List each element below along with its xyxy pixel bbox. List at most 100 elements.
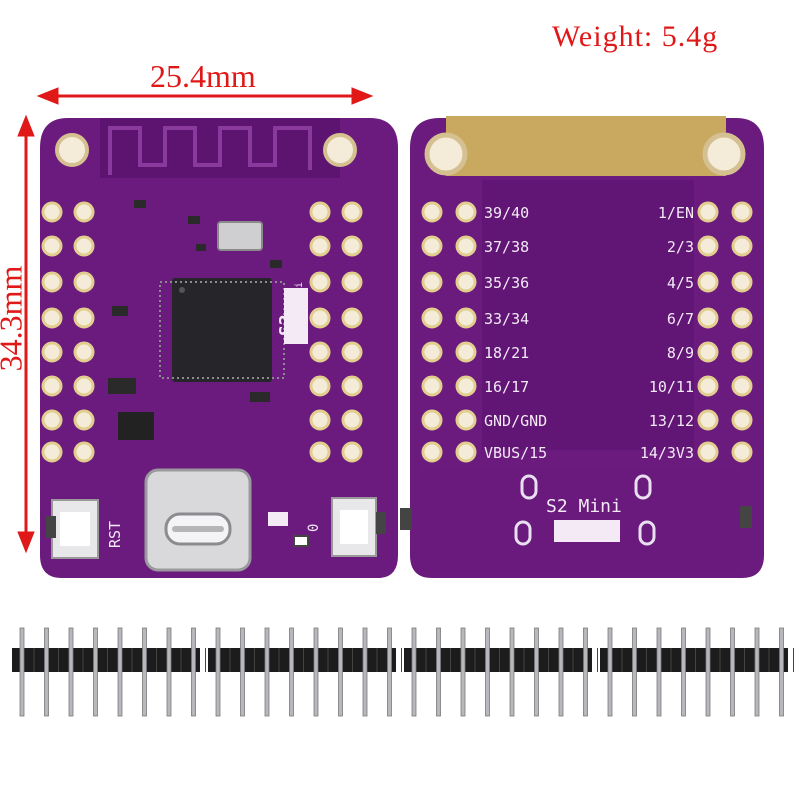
- s2-mini-silk-box: [284, 288, 308, 344]
- front-right-pin-pads: [309, 201, 363, 463]
- back-left-pad: [455, 235, 477, 257]
- header-pin: [730, 627, 735, 717]
- back-left-pad: [421, 271, 443, 293]
- header-pin: [436, 627, 441, 717]
- back-left-pad: [455, 341, 477, 363]
- esp32-chip: [172, 278, 272, 382]
- header-pin: [142, 627, 147, 717]
- back-right-pin-label: 6/7: [667, 310, 694, 328]
- header-pin: [583, 627, 588, 717]
- front-left-pad: [73, 375, 95, 397]
- back-left-pin-label: 33/34: [484, 310, 529, 328]
- header-pin: [607, 627, 613, 717]
- back-left-pin-pads: [421, 201, 477, 463]
- front-left-pad: [73, 201, 95, 223]
- header-pin: [68, 627, 74, 717]
- front-left-pad: [41, 409, 63, 431]
- back-right-pad: [697, 235, 719, 257]
- header-pin: [240, 627, 245, 717]
- front-right-pad: [309, 341, 331, 363]
- front-left-pad: [73, 341, 95, 363]
- back-right-pad: [697, 409, 719, 431]
- front-left-pad: [73, 235, 95, 257]
- front-right-pad: [341, 341, 363, 363]
- header-pin: [485, 627, 490, 717]
- pin-header-strip: [600, 627, 794, 717]
- back-left-pin-label: 37/38: [484, 238, 529, 256]
- front-right-pad: [309, 441, 331, 463]
- weight-label: Weight: 5.4g: [552, 20, 719, 53]
- back-right-pad: [697, 375, 719, 397]
- version-label: V1.0.0: [560, 523, 618, 542]
- header-pin: [754, 627, 760, 717]
- header-pin: [93, 627, 98, 717]
- back-left-pad: [455, 375, 477, 397]
- front-left-pad: [41, 441, 63, 463]
- back-left-pad: [455, 271, 477, 293]
- back-right-pin-label: 13/12: [649, 412, 694, 430]
- header-pin: [656, 627, 662, 717]
- back-right-pin-label: 14/3V3: [640, 444, 694, 462]
- back-left-pad: [421, 235, 443, 257]
- back-right-pin-pads: [697, 201, 753, 463]
- front-left-pad: [41, 375, 63, 397]
- front-mini-label: Mini: [294, 282, 305, 306]
- boot-button[interactable]: [331, 497, 386, 557]
- front-right-pad: [309, 271, 331, 293]
- header-pin: [387, 627, 392, 717]
- front-board: S2 Mini RST 15 0: [40, 118, 398, 578]
- back-right-pin-label: 1/EN: [658, 204, 694, 222]
- front-left-pad: [41, 271, 63, 293]
- gpio0-label: 0: [306, 524, 322, 532]
- back-right-pad: [697, 341, 719, 363]
- header-pin: [558, 627, 564, 717]
- front-left-pad: [73, 271, 95, 293]
- led: [293, 535, 309, 547]
- back-left-pin-label: 39/40: [484, 204, 529, 222]
- back-left-pad: [421, 441, 443, 463]
- front-right-pad: [341, 375, 363, 397]
- back-left-pad: [421, 409, 443, 431]
- back-left-pad: [455, 201, 477, 223]
- front-left-pad: [41, 341, 63, 363]
- width-dimension-label: 25.4mm: [150, 58, 256, 94]
- reset-button[interactable]: [46, 499, 99, 559]
- front-right-pad: [341, 307, 363, 329]
- front-right-pad: [309, 409, 331, 431]
- front-left-pad: [41, 201, 63, 223]
- front-right-pad: [309, 201, 331, 223]
- back-right-pad: [731, 375, 753, 397]
- front-left-pad: [73, 307, 95, 329]
- back-left-pad: [421, 375, 443, 397]
- front-right-pad: [341, 271, 363, 293]
- header-pin: [632, 627, 637, 717]
- front-right-pad: [309, 307, 331, 329]
- front-left-pad: [41, 307, 63, 329]
- back-right-pin-label: 2/3: [667, 238, 694, 256]
- pin-headers: [12, 627, 794, 717]
- back-right-pad: [731, 341, 753, 363]
- height-dimension-arrow: [17, 114, 35, 554]
- back-left-pin-labels: 39/4037/3835/3633/3418/2116/17GND/GNDVBU…: [484, 204, 547, 462]
- rst-label: RST: [106, 521, 124, 548]
- back-board: 39/4037/3835/3633/3418/2116/17GND/GNDVBU…: [400, 116, 764, 578]
- header-pin: [338, 627, 343, 717]
- gpio15-label: 15: [270, 513, 284, 527]
- front-left-pad: [73, 409, 95, 431]
- back-left-pin-label: 18/21: [484, 344, 529, 362]
- header-pin: [681, 627, 686, 717]
- header-pin: [460, 627, 466, 717]
- back-left-pad: [455, 409, 477, 431]
- back-right-pad: [697, 307, 719, 329]
- back-right-pin-label: 8/9: [667, 344, 694, 362]
- header-pin: [19, 627, 25, 717]
- header-pin: [117, 627, 123, 717]
- front-right-pad: [309, 235, 331, 257]
- front-left-pin-pads: [41, 201, 95, 463]
- back-right-pad: [697, 441, 719, 463]
- header-pin: [779, 627, 784, 717]
- back-left-pin-label: VBUS/15: [484, 444, 547, 462]
- back-left-pad: [421, 307, 443, 329]
